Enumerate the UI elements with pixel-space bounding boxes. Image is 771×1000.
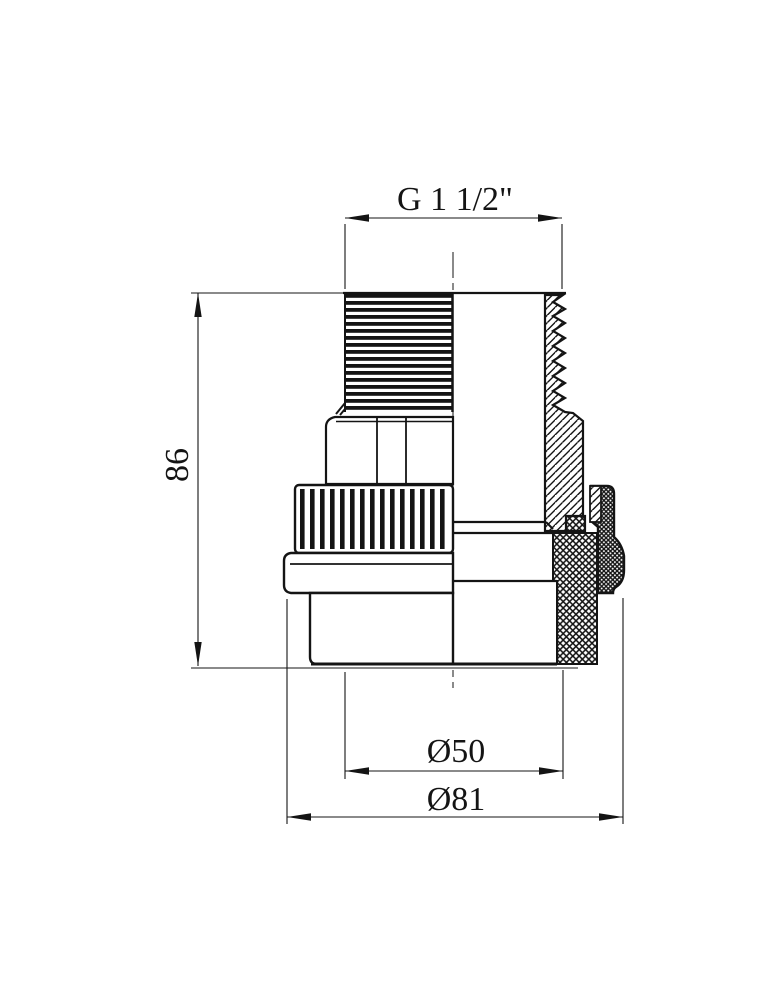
dimension-thread: G 1 1/2" (344, 181, 563, 289)
plastic-body-section (552, 532, 598, 665)
insert-lip-section (589, 485, 602, 523)
section-gap (584, 488, 590, 519)
lower-body (308, 591, 455, 666)
seal-ring-section (564, 514, 587, 533)
male-thread (335, 294, 454, 416)
dim-label-thread: G 1 1/2" (397, 181, 513, 218)
arrowhead (539, 767, 563, 775)
dim-label-height: 86 (159, 448, 196, 482)
threaded-wall-section (543, 293, 585, 533)
thread-runout (335, 402, 346, 416)
flange (282, 551, 455, 595)
dimension-outer-diameter: Ø81 (286, 598, 624, 824)
thread-stripes (345, 294, 453, 412)
bore-lines (452, 520, 558, 664)
hex-section (324, 415, 455, 486)
arrowhead (287, 813, 311, 821)
knurl-stripes (299, 489, 450, 549)
dim-label-outer-diameter: Ø81 (427, 781, 486, 818)
arrowhead (194, 293, 202, 317)
dimension-height: 86 (159, 292, 578, 669)
arrowhead (599, 813, 623, 821)
arrowhead (345, 214, 369, 222)
dimension-socket-diameter: Ø50 (344, 670, 564, 779)
arrowhead (194, 642, 202, 666)
dim-label-socket-diameter: Ø50 (427, 733, 486, 770)
arrowhead (345, 767, 369, 775)
knurled-ring (293, 483, 455, 555)
arrowhead (538, 214, 562, 222)
